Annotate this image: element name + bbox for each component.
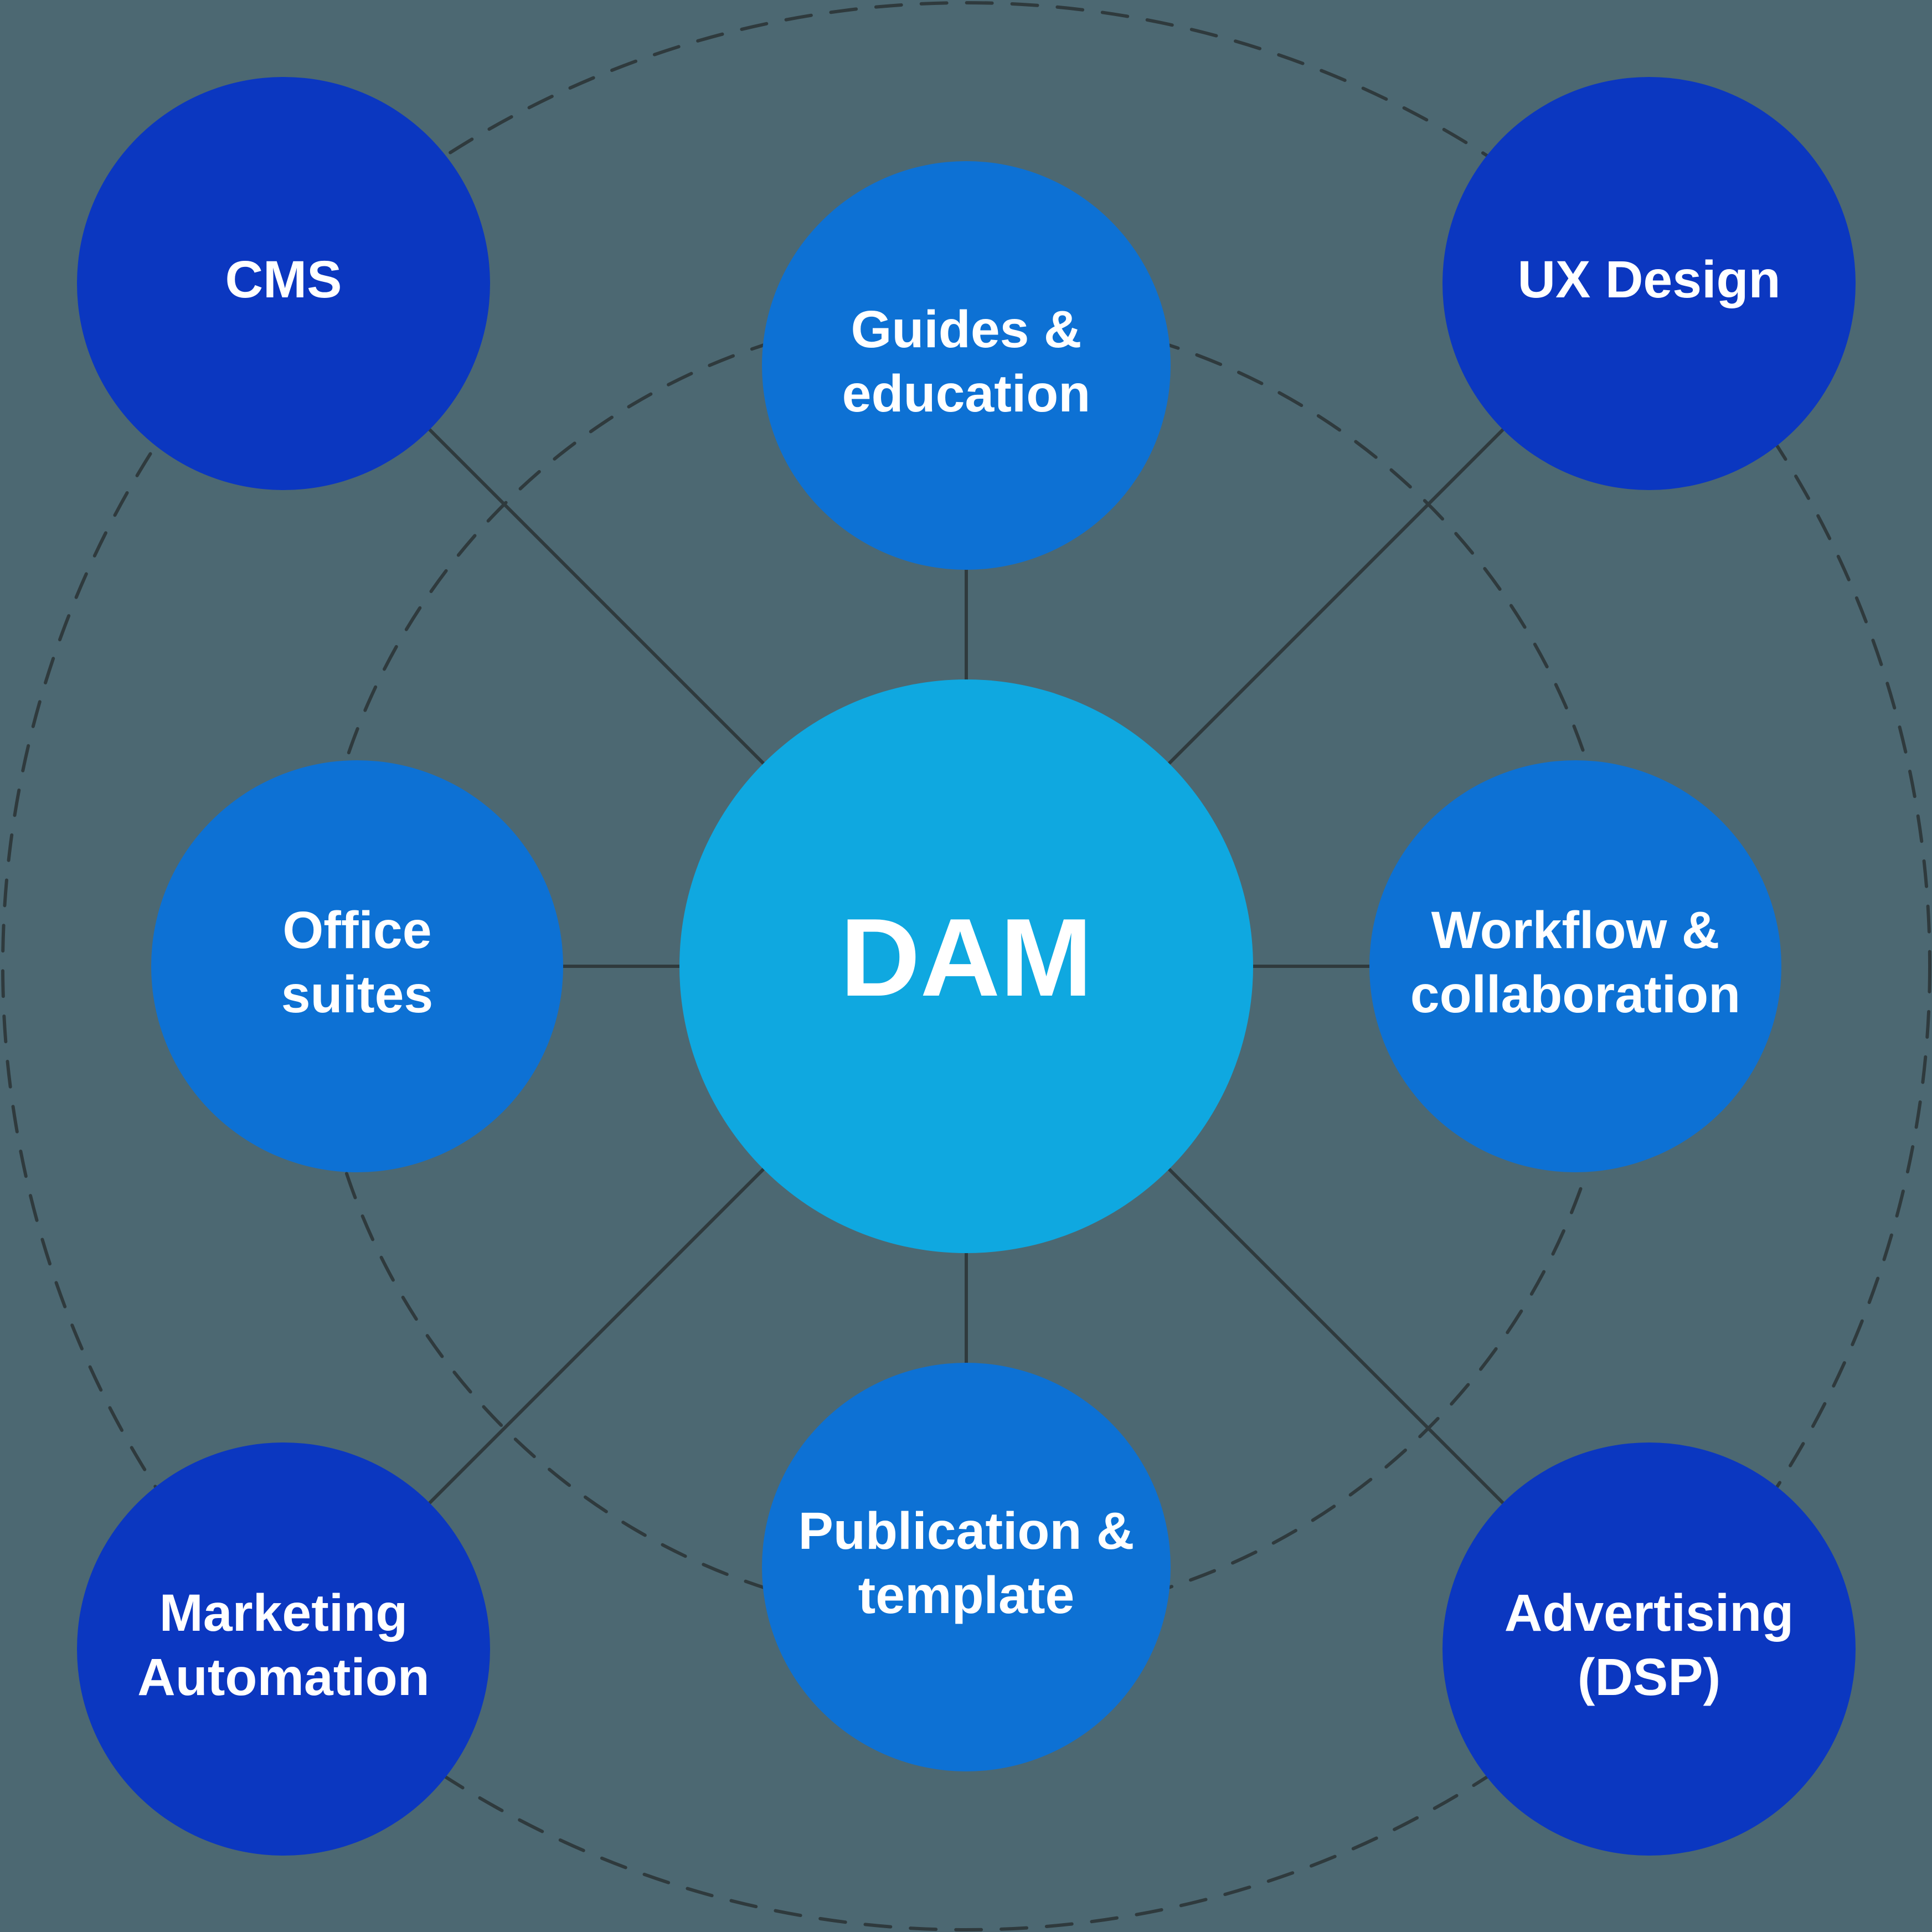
node-ux-design[interactable]: UX Design	[1442, 77, 1856, 490]
office-suites-circle[interactable]	[151, 760, 563, 1172]
spoke-advertising-dsp	[1166, 1166, 1506, 1506]
advertising-dsp-circle[interactable]	[1442, 1442, 1856, 1856]
ux-design-circle[interactable]	[1442, 77, 1856, 490]
advertising-dsp-label: Advertising(DSP)	[1505, 1584, 1794, 1707]
spoke-lines-group	[426, 426, 1506, 1506]
publication-template-circle[interactable]	[762, 1363, 1171, 1771]
workflow-collaboration-label: Workflow &collaboration	[1410, 901, 1740, 1024]
node-advertising-dsp[interactable]: Advertising(DSP)	[1442, 1442, 1856, 1856]
node-workflow-collaboration[interactable]: Workflow &collaboration	[1369, 760, 1781, 1172]
spoke-cms	[426, 426, 766, 766]
cms-label: CMS	[225, 250, 342, 309]
publication-template-label: Publication &template	[798, 1502, 1135, 1625]
guides-education-circle[interactable]	[762, 161, 1171, 570]
workflow-collaboration-circle[interactable]	[1369, 760, 1781, 1172]
ux-design-label: UX Design	[1517, 250, 1780, 309]
guides-education-label: Guides &education	[842, 300, 1091, 423]
cms-circle[interactable]	[77, 77, 490, 490]
center-node-group: DAM	[679, 679, 1253, 1253]
node-dam[interactable]: DAM	[679, 679, 1253, 1253]
spoke-marketing-automation	[426, 1166, 766, 1506]
node-publication-template[interactable]: Publication &template	[762, 1363, 1171, 1771]
dam-circle[interactable]	[679, 679, 1253, 1253]
node-cms[interactable]: CMS	[77, 77, 490, 490]
dam-label: DAM	[840, 896, 1092, 1019]
node-guides-education[interactable]: Guides &education	[762, 161, 1171, 570]
spoke-ux-design	[1166, 426, 1506, 766]
marketing-automation-circle[interactable]	[77, 1442, 490, 1856]
